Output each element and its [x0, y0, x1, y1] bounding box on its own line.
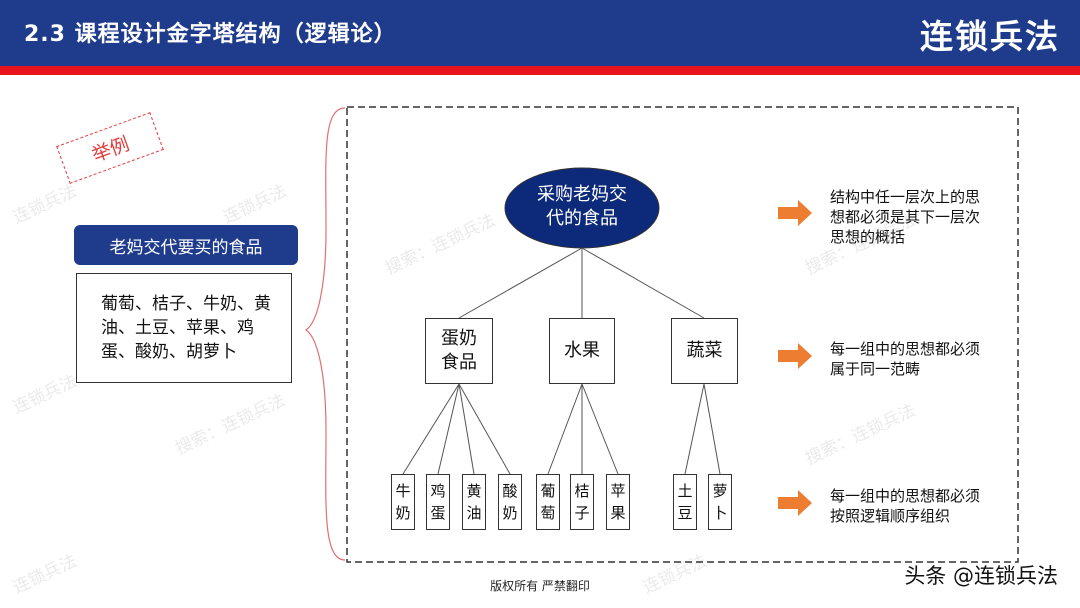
connector-line: [402, 383, 460, 475]
connector-line: [458, 247, 583, 319]
group-node-label: 水果: [564, 340, 600, 361]
header-bar: 2.3 课程设计金字塔结构（逻辑论） 连锁兵法: [0, 0, 1080, 66]
leaf-node: 黄油: [462, 474, 486, 530]
group-node-vegetable: 蔬菜: [671, 318, 738, 384]
curly-brace: [304, 107, 346, 561]
connector-line: [581, 247, 705, 319]
accent-bar: [0, 66, 1080, 75]
connector-line: [458, 383, 475, 475]
arrow-right-icon: [778, 343, 812, 369]
connector-line: [458, 383, 511, 475]
brand-logo: 连锁兵法: [920, 17, 1060, 56]
arrow-right-icon: [778, 200, 812, 226]
leaf-node: 萝卜: [708, 474, 732, 530]
connector-line: [703, 383, 721, 475]
source-credit: 头条 @连锁兵法: [904, 564, 1058, 588]
connector-line: [684, 383, 705, 475]
task-title-box: 老妈交代要买的食品: [74, 225, 298, 265]
item-list-box: 葡萄、桔子、牛奶、黄油、土豆、苹果、鸡蛋、酸奶、胡萝卜: [76, 273, 292, 383]
dashed-frame: [346, 106, 1019, 563]
leaf-node: 桔子: [570, 474, 594, 530]
page-title: 2.3 课程设计金字塔结构（逻辑论）: [24, 22, 397, 47]
connector-line: [437, 383, 460, 475]
group-node-label: 蔬菜: [686, 340, 723, 361]
connector-line: [581, 383, 619, 475]
connector-line: [547, 383, 583, 475]
leaf-node: 土豆: [673, 474, 697, 530]
leaf-node: 鸡蛋: [426, 474, 450, 530]
copyright-footer: 版权所有 严禁翻印: [490, 579, 590, 593]
group-node-label: 蛋奶食品: [441, 328, 477, 373]
group-node-fruit: 水果: [549, 318, 615, 384]
arrow-right-icon: [778, 490, 812, 516]
principle-text: 每一组中的思想都必须属于同一范畴: [830, 340, 981, 378]
group-node-dairy: 蛋奶食品: [425, 318, 493, 384]
leaf-node: 牛奶: [391, 474, 415, 530]
leaf-node: 葡萄: [536, 474, 560, 530]
leaf-node: 苹果: [606, 474, 630, 530]
leaf-node: 酸奶: [498, 474, 522, 530]
principle-text: 结构中任一层次上的思想都必须是其下一层次思想的概括: [830, 188, 981, 246]
principle-text: 每一组中的思想都必须按照逻辑顺序组织: [830, 487, 981, 525]
root-node-label: 采购老妈交代的食品: [537, 184, 627, 229]
item-list-text: 葡萄、桔子、牛奶、黄油、土豆、苹果、鸡蛋、酸奶、胡萝卜: [101, 294, 271, 362]
